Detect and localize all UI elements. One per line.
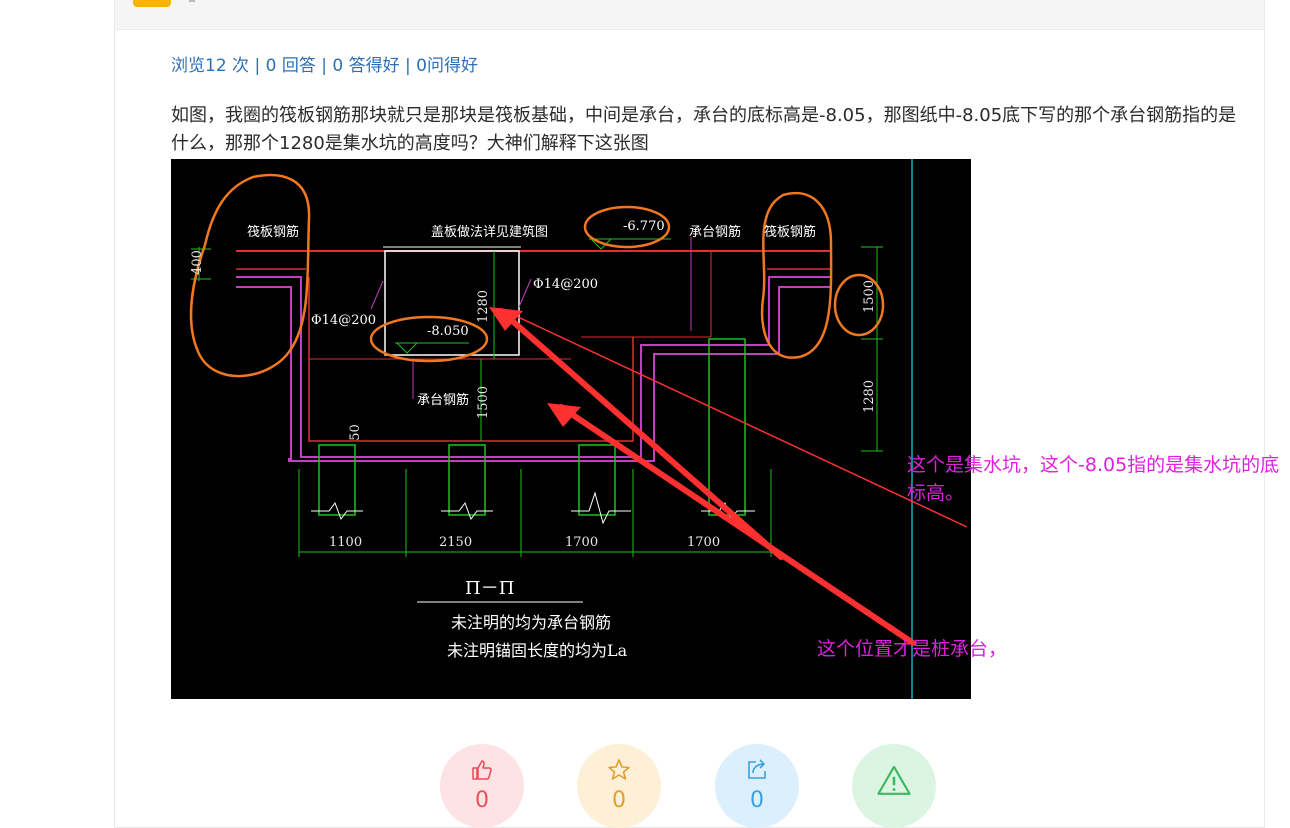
cad-label-bar-left: Φ14@200 <box>311 313 377 328</box>
cad-dim-1500-mid: 1500 <box>476 385 492 420</box>
cad-drawing-svg <box>189 159 968 699</box>
answers-link[interactable]: 0 回答 <box>265 56 316 76</box>
cad-dim-400: 400 <box>189 250 205 275</box>
cad-label-raft-rebar-left: 筏板钢筋 <box>247 225 300 240</box>
cad-note-line2: 未注明锚固长度的均为La <box>447 641 628 660</box>
share-count: 0 <box>750 788 764 813</box>
thumbs-up-icon <box>472 760 492 780</box>
cad-dim-1500-right: 1500 <box>862 279 878 314</box>
cad-label-cover-note: 盖板做法详见建筑图 <box>431 225 549 240</box>
cad-note-line1: 未注明的均为承台钢筋 <box>451 613 612 632</box>
card-header-bar <box>115 0 1264 30</box>
warning-icon <box>877 765 911 795</box>
cad-dim-1280-right: 1280 <box>862 379 878 414</box>
report-button[interactable] <box>852 744 936 828</box>
like-count: 0 <box>475 788 489 813</box>
cad-label-cap-rebar-top: 承台钢筋 <box>689 225 742 240</box>
good-questions-count: 0问得好 <box>416 56 478 76</box>
share-icon <box>748 759 766 779</box>
stats-separator: | <box>315 56 333 76</box>
cad-label-elevation-top: -6.770 <box>623 219 665 234</box>
cad-label-elevation-pit: -8.050 <box>427 324 469 339</box>
header-divider <box>189 0 195 2</box>
like-button[interactable]: 0 <box>440 744 524 828</box>
cad-dim-1100: 1100 <box>329 535 363 550</box>
cad-label-cap-rebar-mid: 承台钢筋 <box>417 393 470 408</box>
cad-drawing-image[interactable]: 筏板钢筋 筏板钢筋 盖板做法详见建筑图 承台钢筋 承台钢筋 -6.770 -8.… <box>171 159 971 699</box>
category-badge <box>133 0 171 7</box>
cad-dim-2150: 2150 <box>439 535 473 550</box>
annotation-cap-note: 这个位置才是桩承台， <box>817 638 1008 660</box>
favorite-count: 0 <box>612 788 626 813</box>
cad-dim-1280-left: 1280 <box>476 289 492 324</box>
star-icon <box>608 759 630 780</box>
cad-section-mark: П－П <box>465 578 515 599</box>
share-button[interactable]: 0 <box>715 744 799 828</box>
cad-label-bar-right: Φ14@200 <box>533 277 599 292</box>
action-bar: 0 0 0 <box>0 744 1290 828</box>
question-stats: 浏览12 次 | 0 回答 | 0 答得好 | 0问得好 <box>171 54 478 78</box>
good-answers-count: 0 答得好 <box>332 56 400 76</box>
cad-dim-50: 50 <box>347 424 363 441</box>
question-body: 如图，我圈的筏板钢筋那块就只是那块是筏板基础，中间是承台，承台的底标高是-8.0… <box>171 105 1237 154</box>
cad-dim-1700-b: 1700 <box>687 535 721 550</box>
stats-separator: | <box>249 56 266 76</box>
cad-dim-1700-a: 1700 <box>565 535 599 550</box>
stats-separator: | <box>399 56 417 76</box>
favorite-button[interactable]: 0 <box>577 744 661 828</box>
annotation-pit-note: 这个是集水坑，这个-8.05指的是集水坑的底标高。 <box>907 454 1280 504</box>
cad-label-raft-rebar-right: 筏板钢筋 <box>764 225 817 240</box>
views-count: 浏览12 次 <box>171 56 250 76</box>
